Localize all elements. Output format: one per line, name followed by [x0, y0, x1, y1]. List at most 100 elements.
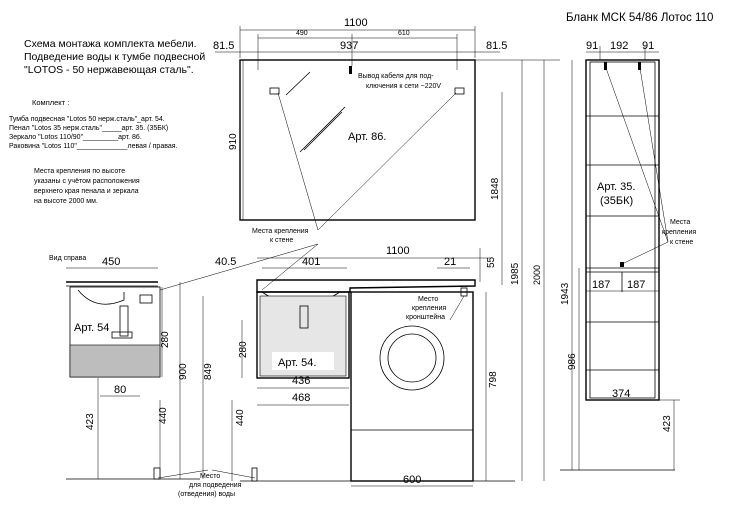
- dim-label: 81.5: [486, 40, 507, 52]
- side-cabinet-label: Арт. 54: [74, 322, 109, 334]
- dim-label: 187: [592, 279, 610, 291]
- dim-label: 910: [228, 133, 239, 150]
- bracket-label-line: Место: [418, 296, 438, 303]
- cabinet-siphon: [299, 305, 309, 329]
- dim-label: 55: [486, 256, 497, 268]
- dim-label: 374: [612, 388, 630, 400]
- cable-label-line: Вывод кабеля для под-: [358, 72, 434, 80]
- dim-label: 610: [398, 30, 410, 37]
- dim-label: 490: [296, 30, 308, 37]
- tall-mount-label-line: Места: [670, 219, 690, 226]
- kit-item: Пенал "Lotos 35 нерж.сталь"_____арт. 35.…: [9, 125, 168, 132]
- mirror-glare: [285, 71, 311, 96]
- dim-label: 401: [302, 256, 320, 268]
- leader-line: [605, 67, 669, 243]
- cabinet-label: Арт. 54.: [278, 357, 316, 369]
- dim-label: 798: [488, 371, 499, 388]
- dim-label: 1100: [386, 245, 410, 257]
- mount-note-line: верхнего края пенала и зеркала: [34, 188, 139, 195]
- cabinet-label-bg: [272, 352, 334, 370]
- water-label-line: (отведения) воды: [178, 491, 235, 498]
- tall-cabinet-label: (35БК): [600, 195, 633, 207]
- dim-label: 40.5: [215, 256, 236, 268]
- dim-label: 80: [114, 384, 126, 396]
- dim-label: 1100: [344, 17, 368, 29]
- scheme-title-line-2: Подведение воды к тумбе подвесной: [24, 51, 205, 63]
- leader-line: [277, 92, 319, 231]
- tall-cabinet-frame: [585, 59, 660, 401]
- water-label-line: Место: [200, 473, 220, 480]
- mount-note-line: на высоте 2000 мм.: [34, 198, 98, 205]
- mount-note-line: Места крепления по высоте: [34, 168, 125, 175]
- dim-label: 849: [203, 363, 214, 380]
- mirror-frame: [239, 59, 476, 221]
- side-view-cabinet: Арт. 54: [66, 281, 161, 378]
- kit-item: Раковина "Lotos 110"_____________левая /…: [9, 143, 178, 150]
- kit-heading: Комплект :: [32, 98, 69, 107]
- tall-mount: [620, 262, 624, 267]
- leader-line: [261, 243, 319, 291]
- water-outlet-front: [251, 467, 258, 482]
- wall-mount-label-line: к стене: [270, 237, 293, 244]
- leader-line: [317, 92, 457, 231]
- kit-item: Тумба подвесная "Lotos 50 нерж.сталь"_ар…: [9, 115, 165, 123]
- water-outlet-side: [153, 467, 161, 480]
- dim-label: 2000: [532, 265, 542, 285]
- dim-label: 280: [160, 331, 171, 348]
- leader-line: [621, 241, 669, 265]
- tall-cabinet-label: Арт. 35.: [597, 181, 635, 193]
- washing-machine: [350, 291, 474, 482]
- dim-label: 280: [238, 341, 249, 358]
- dim-label: 900: [178, 363, 189, 380]
- dim-label: 187: [627, 279, 645, 291]
- mirror-mount-left: [269, 87, 280, 95]
- mirror-glare: [303, 111, 343, 151]
- dim-label: 436: [292, 375, 310, 387]
- cabinet-body: [256, 291, 350, 379]
- tall-cabinet: Арт. 35. (35БК): [585, 59, 660, 401]
- tall-mount-label-line: к стене: [670, 239, 693, 246]
- dim-label: 468: [292, 392, 310, 404]
- dim-label: 423: [662, 415, 673, 432]
- hanging-cabinet: Арт. 54.: [256, 291, 350, 379]
- bracket-label-line: кронштейна: [406, 313, 445, 321]
- wall-mount-label-line: Места крепления: [252, 228, 309, 235]
- tall-mount-label-line: крепления: [662, 229, 696, 236]
- washer-body: [350, 291, 474, 482]
- tall-mount: [604, 62, 607, 70]
- mount-note-line: указаны с учётом расположения: [34, 178, 140, 185]
- side-basin: [77, 289, 125, 305]
- tall-mount: [638, 62, 641, 70]
- dim-label: 81.5: [213, 40, 234, 52]
- scheme-title-line-3: "LOTOS - 50 нержавеющая сталь".: [24, 64, 194, 76]
- dim-label: 600: [403, 474, 421, 486]
- side-drawer: [69, 344, 161, 378]
- mirror-mount-right: [454, 87, 465, 95]
- dim-label: 440: [235, 409, 246, 426]
- dim-label: 1943: [560, 282, 571, 305]
- tall-cabinet-inner: [589, 61, 656, 399]
- dim-label: 91: [642, 40, 654, 52]
- leader-line: [211, 469, 256, 479]
- scheme-title-line-1: Схема монтажа комплекта мебели.: [24, 38, 197, 50]
- dim-label: 91: [586, 40, 598, 52]
- leader-line: [157, 469, 209, 479]
- dim-label: 440: [158, 407, 169, 424]
- form-title: Бланк МСК 54/86 Лотос 110: [566, 12, 713, 24]
- dim-label: 937: [340, 40, 358, 52]
- mirror: Арт. 86.: [239, 59, 476, 221]
- dim-label: 192: [610, 40, 628, 52]
- dim-label: 1848: [490, 177, 501, 200]
- washer-door: [379, 325, 445, 391]
- dim-label: 1985: [510, 262, 521, 285]
- dim-label: 423: [85, 413, 96, 430]
- water-label-line: для подведения: [189, 482, 242, 489]
- cable-outlet: [349, 66, 352, 74]
- bracket-label-line: крепления: [412, 305, 446, 312]
- countertop: [256, 279, 476, 293]
- dim-label: 21: [444, 256, 456, 268]
- dim-label: 986: [567, 353, 578, 370]
- kit-item: Зеркало "Lotos 110/90"_________арт. 86.: [9, 134, 142, 141]
- side-siphon: [111, 331, 133, 339]
- mirror-glare: [299, 106, 346, 153]
